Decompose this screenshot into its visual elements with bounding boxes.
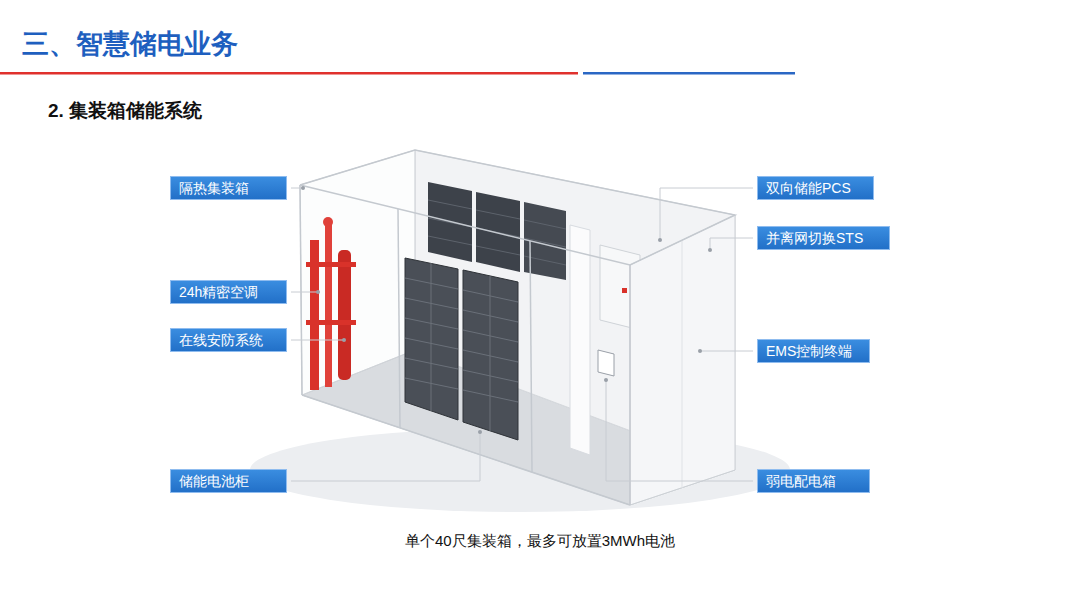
callout-box: 弱电配电箱 [757,469,870,493]
callout-label: 双向储能PCS [766,180,851,196]
callout-box: 双向储能PCS [757,176,874,200]
callout-label: 储能电池柜 [179,473,249,489]
callout-box: 储能电池柜 [170,469,287,493]
callout-label: 24h精密空调 [179,284,258,300]
panel-seam [682,240,683,488]
partition-wall [570,225,590,455]
callout-label: 并离网切换STS [766,230,863,246]
section-heading: 2. 集装箱储能系统 [48,98,202,124]
header-rule [0,72,578,75]
battery-rack-front [405,258,518,440]
callout-box: 在线安防系统 [170,328,287,352]
callout-box: EMS控制终端 [757,339,870,363]
distribution-box [598,350,614,376]
leader-line [291,188,753,481]
header-rule [583,72,795,75]
callout-box: 隔热集装箱 [170,176,287,200]
callout-label: EMS控制终端 [766,343,852,359]
caption: 单个40尺集装箱，最多可放置3MWh电池 [405,532,675,551]
callout-box: 并离网切换STS [757,226,890,250]
callout-label: 在线安防系统 [179,332,263,348]
callout-box: 24h精密空调 [170,280,287,304]
battery-rack-back [428,182,566,280]
fire-system [306,217,356,390]
indicator [622,288,627,293]
callout-label: 隔热集装箱 [179,180,249,196]
container-right-end [630,215,735,505]
container-left-end [300,150,415,395]
page-title: 三、智慧储电业务 [22,26,238,62]
callout-label: 弱电配电箱 [766,473,836,489]
container-frame [300,150,735,505]
leader-dot [301,186,712,434]
